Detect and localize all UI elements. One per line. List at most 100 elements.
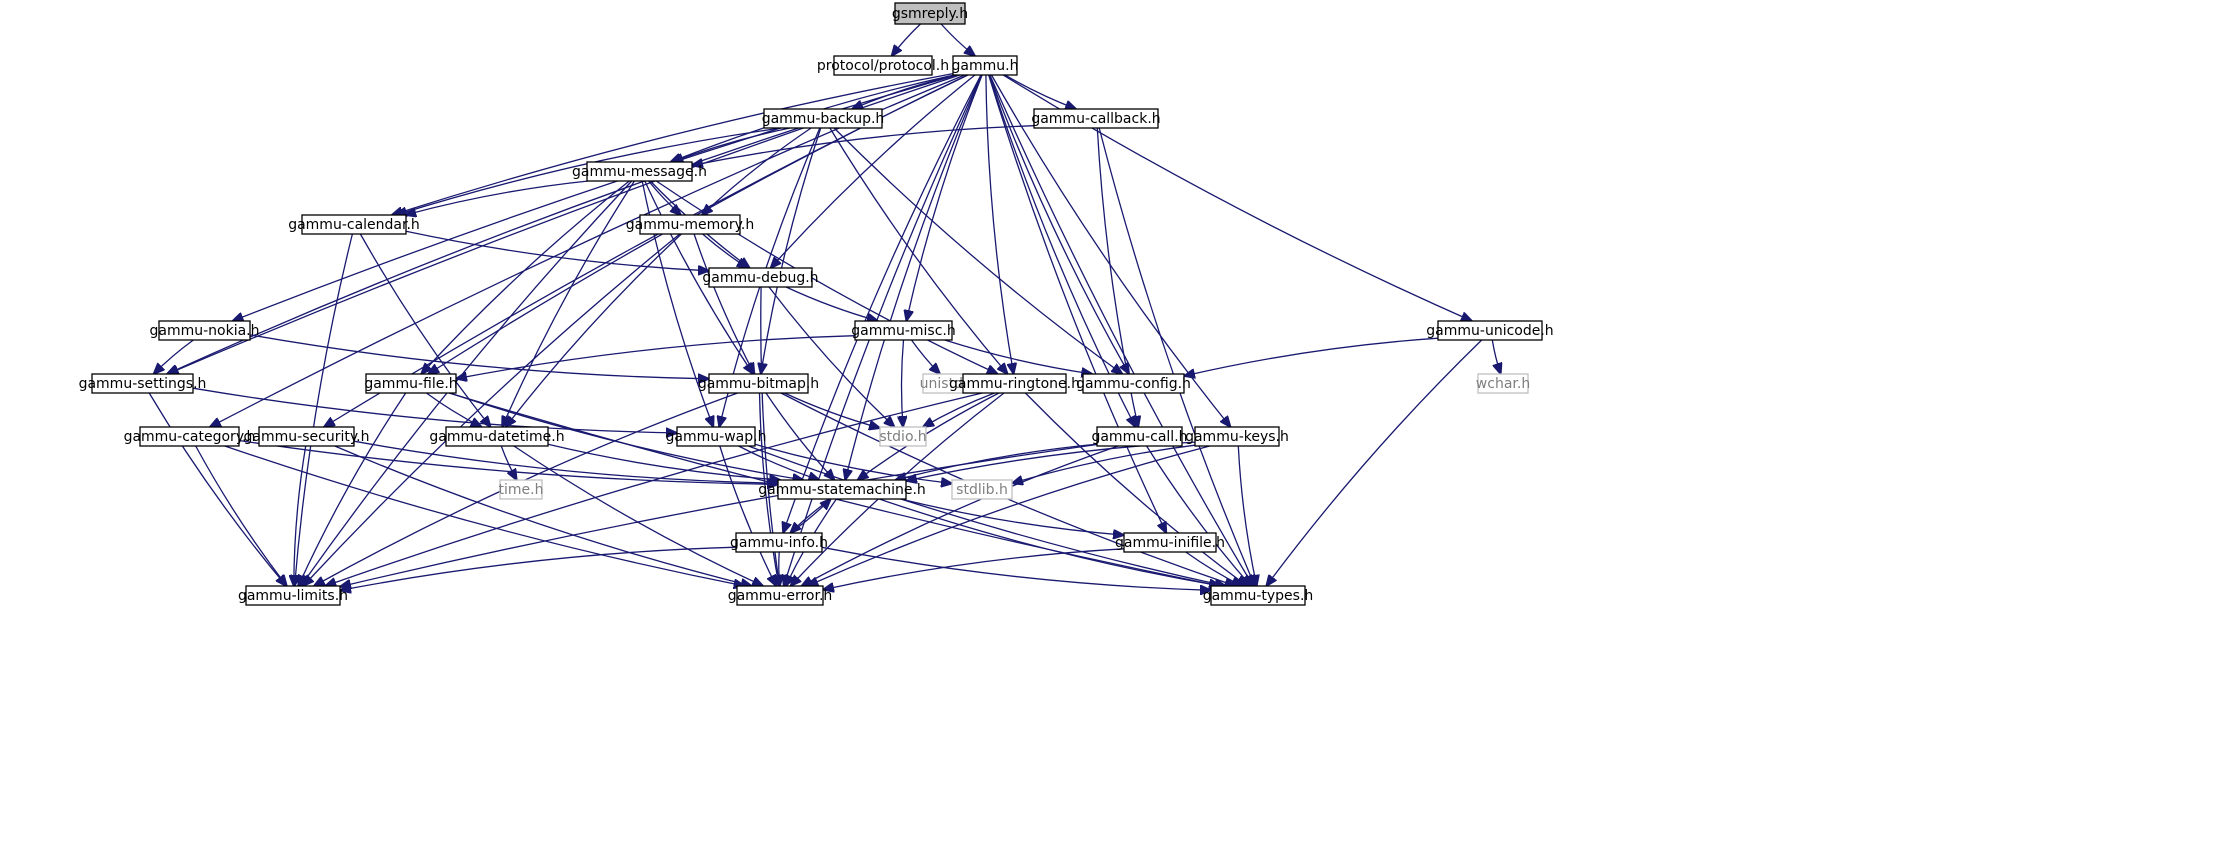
edge-memory-to-bitmap <box>693 233 754 374</box>
node-box-config <box>1082 373 1185 394</box>
node-time[interactable]: time.h <box>499 479 544 500</box>
edge-call-to-error <box>802 445 1119 586</box>
edge-inifile-to-error <box>823 548 1125 590</box>
node-label-wchar: wchar.h <box>1476 376 1530 392</box>
node-label-types: gammu-types.h <box>1203 588 1314 604</box>
node-error[interactable]: gammu-error.h <box>728 585 833 606</box>
node-settings[interactable]: gammu-settings.h <box>79 373 207 394</box>
node-box-limits <box>245 585 341 606</box>
node-box-call <box>1096 426 1183 447</box>
edge-settings-to-wap <box>192 387 677 433</box>
node-callback[interactable]: gammu-callback.h <box>1031 108 1161 129</box>
node-memory[interactable]: gammu-memory.h <box>626 214 755 235</box>
node-label-protocol: protocol/protocol.h <box>817 58 949 74</box>
node-box-protocol <box>833 55 933 76</box>
node-label-keys: gammu-keys.h <box>1185 429 1289 445</box>
edge-statemachine-to-inifile <box>900 498 1124 535</box>
node-datetime[interactable]: gammu-datetime.h <box>429 426 565 447</box>
edge-debug-to-stdio <box>768 286 895 427</box>
node-box-time <box>499 479 543 500</box>
edge-message-to-datetime <box>502 180 635 427</box>
node-box-keys <box>1194 426 1280 447</box>
node-wap[interactable]: gammu-wap.h <box>666 426 767 447</box>
node-label-debug: gammu-debug.h <box>702 270 818 286</box>
node-label-message: gammu-message.h <box>572 164 707 180</box>
node-label-nokia: gammu-nokia.h <box>149 323 259 339</box>
edge-file-to-limits <box>298 392 407 586</box>
node-label-info: gammu-info.h <box>730 535 828 551</box>
node-box-unicode <box>1437 320 1543 341</box>
node-label-security: gammu-security.h <box>244 429 370 445</box>
edge-memory-to-debug <box>702 233 748 268</box>
edge-settings-to-limits <box>148 392 286 586</box>
node-misc[interactable]: gammu-misc.h <box>851 320 956 341</box>
edge-ringtone-to-stdio <box>923 392 995 427</box>
node-call[interactable]: gammu-call.h <box>1091 426 1188 447</box>
node-wchar[interactable]: wchar.h <box>1476 373 1530 394</box>
node-keys[interactable]: gammu-keys.h <box>1185 426 1289 447</box>
edge-call-to-statemachine <box>895 443 1098 480</box>
node-gammu[interactable]: gammu.h <box>952 55 1019 76</box>
node-label-bitmap: gammu-bitmap.h <box>698 376 819 392</box>
node-box-gammu <box>952 55 1018 76</box>
node-box-message <box>586 161 693 182</box>
edge-message-to-ringtone <box>655 180 997 374</box>
node-message[interactable]: gammu-message.h <box>572 161 707 182</box>
edge-info-to-limits <box>340 546 737 590</box>
node-info[interactable]: gammu-info.h <box>730 532 828 553</box>
edge-wap-to-types <box>748 445 1225 586</box>
node-backup[interactable]: gammu-backup.h <box>762 108 885 129</box>
node-protocol[interactable]: protocol/protocol.h <box>817 55 949 76</box>
node-unistd[interactable]: unistd.h <box>920 373 977 394</box>
node-config[interactable]: gammu-config.h <box>1076 373 1191 394</box>
edge-bitmap-to-stdio <box>784 392 880 428</box>
edge-backup-to-ringtone <box>829 127 1008 374</box>
node-box-nokia <box>158 320 251 341</box>
node-gsmreply[interactable]: gsmreply.h <box>892 2 968 25</box>
edge-datetime-to-time <box>500 445 516 480</box>
node-box-gsmreply <box>894 2 966 25</box>
edge-category-to-error <box>224 445 745 586</box>
node-stdlib[interactable]: stdlib.h <box>951 479 1013 500</box>
edge-gammu-to-config <box>988 74 1129 374</box>
node-box-error <box>736 585 824 606</box>
node-label-limits: gammu-limits.h <box>238 588 348 604</box>
node-limits[interactable]: gammu-limits.h <box>238 585 348 606</box>
edge-misc-to-unistd <box>910 339 941 374</box>
node-unicode[interactable]: gammu-unicode.h <box>1426 320 1554 341</box>
node-bitmap[interactable]: gammu-bitmap.h <box>698 373 819 394</box>
node-stdio[interactable]: stdio.h <box>879 426 927 447</box>
node-label-call: gammu-call.h <box>1091 429 1187 445</box>
edge-backup-to-memory <box>702 127 812 215</box>
edge-message-to-memory <box>648 180 681 215</box>
node-debug[interactable]: gammu-debug.h <box>702 267 819 288</box>
node-types[interactable]: gammu-types.h <box>1203 585 1314 606</box>
edge-info-to-error <box>779 551 780 586</box>
node-box-wap <box>676 426 756 447</box>
node-category[interactable]: gammu-category.h <box>124 426 256 447</box>
node-label-wap: gammu-wap.h <box>666 429 767 445</box>
node-statemachine[interactable]: gammu-statemachine.h <box>758 479 926 500</box>
edge-security-to-error <box>334 445 752 586</box>
node-label-unistd: unistd.h <box>920 376 977 392</box>
node-nokia[interactable]: gammu-nokia.h <box>149 320 260 341</box>
edge-ringtone-to-types <box>1024 392 1247 586</box>
node-inifile[interactable]: gammu-inifile.h <box>1115 532 1225 553</box>
node-ringtone[interactable]: gammu-ringtone.h <box>949 373 1080 394</box>
node-label-inifile: gammu-inifile.h <box>1115 535 1225 551</box>
edge-calendar-to-datetime <box>359 233 490 427</box>
node-box-debug <box>708 267 813 288</box>
node-box-inifile <box>1123 532 1217 553</box>
node-box-info <box>735 532 823 553</box>
node-security[interactable]: gammu-security.h <box>244 426 370 447</box>
node-box-memory <box>639 214 741 235</box>
node-calendar[interactable]: gammu-calendar.h <box>288 214 420 235</box>
node-label-statemachine: gammu-statemachine.h <box>758 482 926 498</box>
node-label-memory: gammu-memory.h <box>626 217 755 233</box>
node-file[interactable]: gammu-file.h <box>364 373 458 394</box>
node-label-settings: gammu-settings.h <box>79 376 207 392</box>
edge-datetime-to-statemachine <box>547 443 780 480</box>
edge-debug-to-misc <box>785 286 878 321</box>
node-label-config: gammu-config.h <box>1076 376 1191 392</box>
